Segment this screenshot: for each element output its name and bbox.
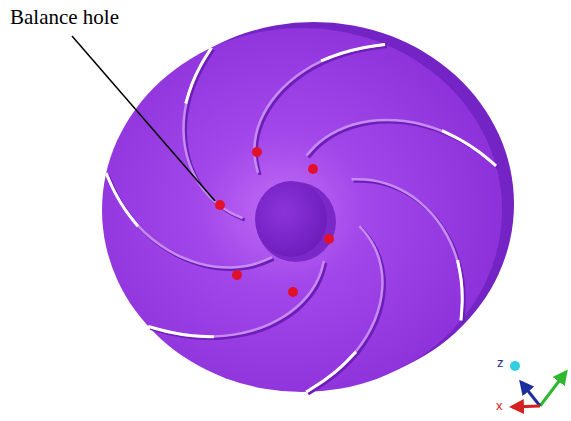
impeller-blade: [106, 173, 272, 267]
blade-tip: [148, 326, 213, 336]
impeller-blade: [148, 261, 324, 337]
balance-hole-dot: [215, 200, 225, 210]
blade-tip: [106, 173, 138, 226]
blade-shadow: [354, 181, 465, 322]
impeller-blade: [352, 179, 463, 320]
impeller-blade: [183, 48, 242, 218]
impeller-blade: [307, 120, 496, 166]
hub-shadow: [256, 182, 336, 262]
y-axis-arrow: [540, 372, 566, 406]
z-axis-arrow: [521, 382, 540, 406]
leader-line: [72, 36, 215, 201]
x-axis-arrow: [512, 406, 540, 407]
balance-hole-dot: [288, 287, 298, 297]
balance-hole-dot: [232, 270, 242, 280]
balance-hole-dot: [252, 147, 262, 157]
axis-label: z: [497, 356, 504, 370]
blade-tip: [186, 48, 212, 104]
balance-holes: [215, 147, 334, 297]
axis-sphere: [510, 361, 520, 371]
axis-triad: [510, 361, 566, 407]
blade-tip: [306, 352, 356, 392]
hub-bore: [255, 181, 327, 257]
blade-shadow: [150, 263, 326, 339]
blade-tip: [458, 260, 463, 320]
blade-shadow: [256, 46, 387, 174]
impeller-face: [102, 28, 502, 392]
balance-hole-dot: [324, 234, 334, 244]
blade-tip: [321, 44, 385, 60]
impeller-blade: [254, 44, 385, 172]
callout-label: Balance hole: [10, 6, 119, 29]
blade-tip: [442, 131, 496, 166]
balance-hole-dot: [308, 164, 318, 174]
blade-shadow: [309, 122, 498, 168]
impeller-blades: [106, 44, 498, 394]
axis-label: x: [496, 399, 503, 413]
